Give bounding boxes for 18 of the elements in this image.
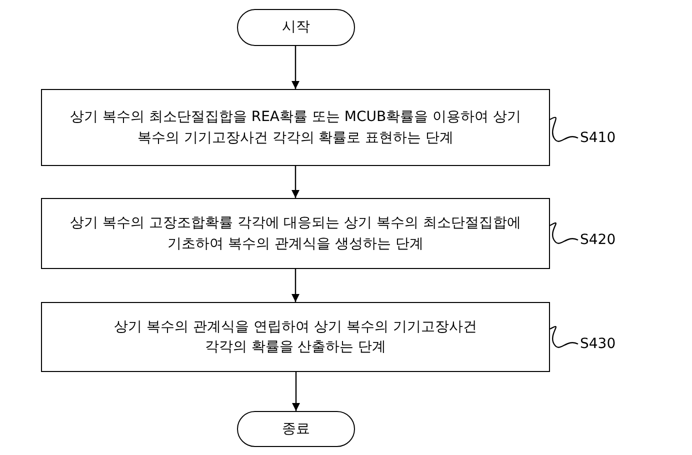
- step-label: S420: [580, 230, 616, 250]
- arrow: [292, 166, 300, 198]
- leader-line: [550, 326, 578, 348]
- terminal-text: 시작: [282, 18, 310, 38]
- step-text: 상기 복수의 고장조합확률 각각에 대응되는 상기 복수의 최소단절집합에 기초하여 복수의 관계식을 생성하는 단계: [68, 214, 522, 254]
- step-text: 상기 복수의 최소단절집합을 REA확률 또는 MCUB확률을 이용하여 상기 복수의 기기고장사건 각각의 확률로 표현하는 단계: [68, 108, 522, 148]
- arrow: [292, 269, 300, 302]
- process-box: [41, 89, 550, 166]
- step-label: S430: [580, 334, 616, 354]
- terminal-text: 종료: [282, 420, 310, 439]
- leader-line: [550, 116, 578, 142]
- process-box: [41, 302, 550, 372]
- step-text: 상기 복수의 관계식을 연립하여 상기 복수의 기기고장사건 각각의 확률을 산출하는 단계: [113, 318, 478, 357]
- process-box: [41, 198, 550, 269]
- arrow: [292, 372, 300, 411]
- step-label: S410: [580, 128, 616, 148]
- leader-line: [550, 222, 578, 244]
- arrow: [292, 46, 300, 89]
